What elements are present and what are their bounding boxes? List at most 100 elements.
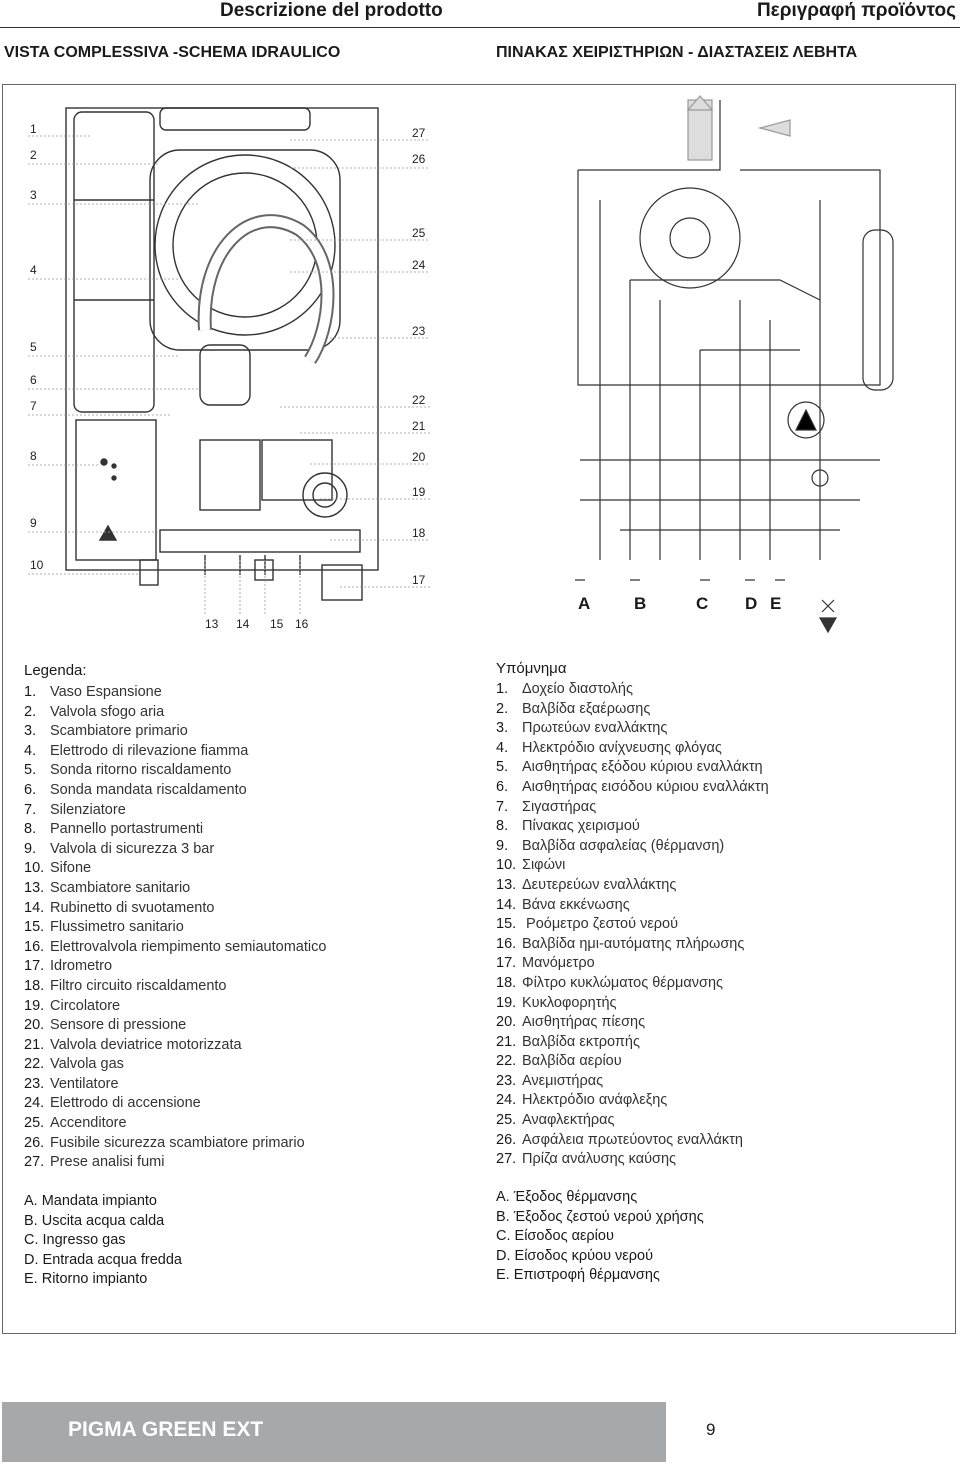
legend-item-number: 20. — [496, 1014, 517, 1031]
legend-item-text: Βαλβίδα εξαέρωσης — [522, 700, 651, 717]
legend-item-number: 19. — [496, 994, 517, 1011]
content-frame — [2, 84, 956, 1334]
legend-item: 23.Ventilatore — [24, 1075, 326, 1095]
legend-item-number: 17. — [24, 958, 45, 975]
callout-21: 21 — [412, 419, 426, 433]
legend-item-text: Valvola sfogo aria — [50, 703, 165, 720]
legend-item-number: 9. — [24, 840, 37, 857]
legend-item-text: Βαλβίδα ημι-αυτόματης πλήρωσης — [522, 935, 745, 952]
legend-item-number: 14. — [496, 896, 517, 913]
legend-item-text: Βαλβίδα αερίου — [522, 1053, 622, 1070]
boiler-diagrams — [28, 95, 894, 634]
bottom-leader-lines — [204, 560, 301, 615]
legend-item-number: 15. — [496, 916, 517, 933]
legend-item-number: 7. — [496, 798, 509, 815]
legend-item: 23. Ανεμιστήρας — [496, 1072, 769, 1092]
legend-item: 4.Elettrodo di rilevazione fiamma — [24, 742, 326, 762]
legend-item-number: 1. — [24, 684, 37, 700]
legend-item-text: Sensore di pressione — [50, 1017, 187, 1034]
connection-item: D. Είσοδος κρύου νερού — [496, 1247, 653, 1264]
legend-item-text: Βαλβίδα εκτροπής — [522, 1033, 640, 1050]
legend-item: 5.Αισθητήρας εξόδου κύριου εναλλάκτη — [496, 758, 769, 778]
header-divider — [0, 27, 960, 28]
callout-16: 16 — [295, 617, 309, 631]
hydraulic-schema-drawing — [575, 95, 894, 581]
callout-23: 23 — [412, 324, 426, 338]
legend-item: 24. Elettrodo di accensione — [24, 1094, 326, 1114]
legend-item: 25.Accenditore — [24, 1114, 326, 1134]
legend-item-number: 10. — [496, 857, 517, 874]
legend-item-number: 10. — [24, 860, 45, 877]
legend-item-text: Πίνακας χειρισμού — [522, 818, 640, 835]
primary-exchanger-shape — [149, 149, 341, 351]
legend-item: 7.Σιγαστήρας — [496, 798, 769, 818]
callout-8: 8 — [30, 449, 37, 463]
legend-item-text: Βάνα εκκένωσης — [522, 896, 630, 913]
legend-item-text: Sifone — [50, 860, 92, 877]
legend-item-text: Πρίζα ανάλυσης καύσης — [522, 1151, 677, 1168]
legend-item-number: 4. — [496, 739, 509, 756]
legend-item: 18.Φίλτρο κυκλώματος θέρμανσης — [496, 974, 769, 994]
product-name: PIGMA GREEN EXT — [68, 1418, 264, 1441]
legend-item: 6.Αισθητήρας εισόδου κύριου εναλλάκτη — [496, 778, 769, 798]
legend-item-number: 23. — [496, 1072, 517, 1089]
boiler-overview-drawing — [65, 107, 379, 601]
legend-item-number: 7. — [24, 801, 37, 818]
legend-item-number: 21. — [24, 1036, 45, 1053]
legend-item-number: 4. — [24, 742, 37, 759]
legend-item-number: 27. — [24, 1154, 45, 1171]
legend-item: 16.Elettrovalvola riempimento semiautoma… — [24, 938, 326, 958]
connection-item: B. Uscita acqua calda — [24, 1212, 165, 1229]
left-leader-lines — [28, 135, 200, 575]
callout-25: 25 — [412, 226, 426, 240]
legend-item-text: Μανόμετρο — [522, 955, 595, 972]
legend-item: 17.Μανόμετρο — [496, 954, 769, 974]
legend-item-number: 5. — [496, 759, 509, 776]
legend-item: 27.Prese analisi fumi — [24, 1153, 326, 1173]
legend-item: 4.Ηλεκτρόδιο ανίχνευσης φλόγας — [496, 739, 769, 759]
legend-item: 9. Valvola di sicurezza 3 bar — [24, 840, 326, 860]
legend-item-number: 14. — [24, 899, 45, 916]
burner-shape — [154, 154, 336, 336]
legend-item-number: 13. — [496, 876, 517, 893]
legend-item: 26.Ασφάλεια πρωτεύοντος εναλλάκτη — [496, 1131, 769, 1151]
expansion-vessel-shape — [73, 111, 155, 413]
legend-item-text: Ασφάλεια πρωτεύοντος εναλλάκτη — [522, 1131, 743, 1148]
legend-item-text: Filtro circuito riscaldamento — [50, 977, 227, 994]
page-number: 9 — [706, 1420, 716, 1439]
legend-item-text: Ανεμιστήρας — [522, 1072, 604, 1089]
callout-26: 26 — [412, 152, 426, 166]
section-title-gr: ΠΙΝΑΚΑΣ ΧΕΙΡΙΣΤΗΡΙΩΝ - ΔΙΑΣΤΑΣΕΙΣ ΛΕΒΗΤΑ — [496, 44, 858, 61]
legend-item-text: Ventilatore — [50, 1075, 119, 1092]
connection-label-e: E — [770, 594, 782, 613]
legend-item-number: 22. — [496, 1053, 517, 1070]
legend-item: 21.Valvola deviatrice motorizzata — [24, 1036, 326, 1056]
legend-item: 21.Βαλβίδα εκτροπής — [496, 1033, 769, 1053]
connection-label-a: A — [578, 594, 591, 613]
legend-item-number: 8. — [24, 821, 37, 838]
legend-title-gr: Υπόμνημα — [496, 660, 567, 677]
legend-item: 1.Δοχείο διαστολής — [496, 680, 769, 700]
control-panel-shape — [75, 419, 157, 561]
legend-item-text: Scambiatore primario — [50, 723, 188, 740]
legend-item-text: Elettrodo di accensione — [50, 1095, 201, 1112]
legend-item-text: Rubinetto di svuotamento — [50, 899, 215, 916]
legend-item-text: Vaso Espansione — [50, 684, 162, 700]
legend-item-text: Silenziatore — [50, 801, 126, 818]
legend-item: 8.Πίνακας χειρισμού — [496, 817, 769, 837]
connection-item: B. Έξοδος ζεστού νερού χρήσης — [496, 1208, 704, 1225]
legend-item: 1. Vaso Espansione — [24, 683, 326, 703]
gas-symbol-icon — [818, 599, 838, 634]
legend-item-text: Valvola di sicurezza 3 bar — [50, 840, 215, 857]
legend-item: 5.Sonda ritorno riscaldamento — [24, 761, 326, 781]
callout-14: 14 — [236, 617, 250, 631]
legend-item: 22.Valvola gas — [24, 1055, 326, 1075]
legend-item-number: 24. — [24, 1095, 45, 1112]
legend-item-number: 25. — [24, 1115, 45, 1132]
callout-13: 13 — [205, 617, 219, 631]
legend-item-number: 9. — [496, 837, 509, 854]
legend-item-number: 1. — [496, 681, 509, 697]
legend-item-text: Αισθητήρας εισόδου κύριου εναλλάκτη — [522, 778, 769, 795]
